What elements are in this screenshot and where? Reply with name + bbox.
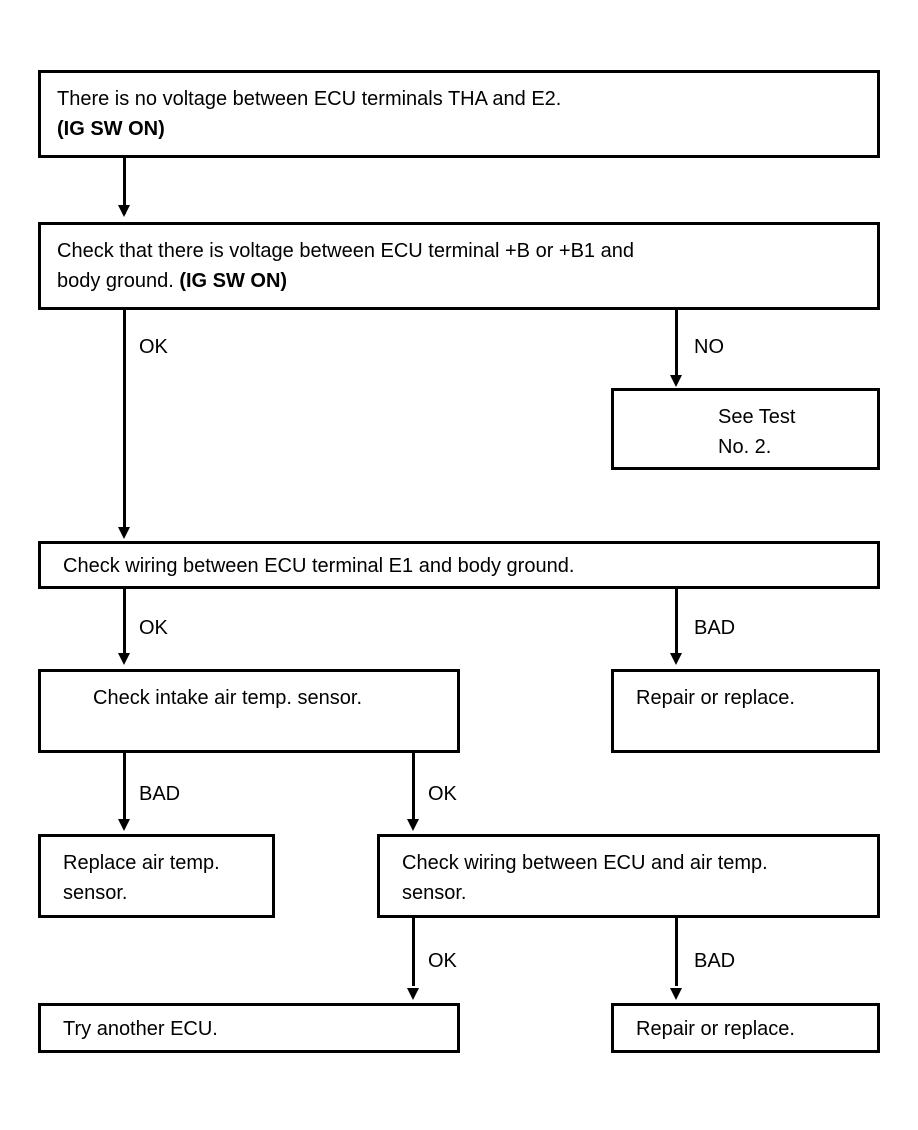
node-text-emphasis: (IG SW ON) bbox=[179, 269, 288, 292]
edge-label-ok-n2-n4: OK bbox=[139, 336, 168, 358]
node-text-line: Repair or replace. bbox=[636, 687, 795, 709]
node-text-line: body ground. (IG SW ON) bbox=[57, 267, 861, 297]
connector-n5-n7-bad bbox=[123, 753, 126, 821]
node-try-another-ecu: Try another ECU. bbox=[38, 1003, 460, 1053]
edge-label-ok-n5-n8: OK bbox=[428, 783, 457, 805]
node-text-line: See Test bbox=[718, 406, 796, 428]
node-text-line: Repair or replace. bbox=[636, 1018, 795, 1040]
arrowhead-n5-n8-ok bbox=[407, 819, 419, 831]
node-repair-or-replace-lower: Repair or replace. bbox=[611, 1003, 880, 1053]
edge-label-bad-n8-n10: BAD bbox=[694, 950, 736, 972]
arrowhead-n1-n2 bbox=[118, 205, 130, 217]
edge-label-bad-n5-n7: BAD bbox=[139, 783, 181, 805]
node-repair-or-replace-upper: Repair or replace. bbox=[611, 669, 880, 753]
connector-n8-n10-bad bbox=[675, 918, 678, 986]
node-text-line: Try another ECU. bbox=[63, 1018, 218, 1040]
node-text-line: Check that there is voltage between ECU … bbox=[57, 240, 634, 262]
node-text-line: Check wiring between ECU terminal E1 and… bbox=[63, 555, 575, 577]
arrowhead-n4-n6-bad bbox=[670, 653, 682, 665]
edge-label-ok-n4-n5: OK bbox=[139, 617, 168, 639]
connector-n4-n5-ok bbox=[123, 589, 126, 655]
connector-n5-n8-ok bbox=[412, 753, 415, 821]
node-check-voltage-b-terminal: Check that there is voltage between ECU … bbox=[38, 222, 880, 310]
arrowhead-n5-n7-bad bbox=[118, 819, 130, 831]
node-check-wiring-ecu-air-temp-sensor: Check wiring between ECU and air temp. s… bbox=[377, 834, 880, 918]
connector-n8-n9-ok bbox=[412, 918, 415, 986]
node-text-line: (IG SW ON) bbox=[57, 117, 165, 140]
node-text-line: Check wiring between ECU and air temp. bbox=[402, 852, 768, 874]
edge-label-bad-n4-n6: BAD bbox=[694, 617, 736, 639]
node-text-line: Replace air temp. bbox=[63, 852, 220, 874]
connector-n1-n2 bbox=[123, 158, 126, 214]
arrowhead-n2-n4-ok bbox=[118, 527, 130, 539]
node-text-fragment: body ground. bbox=[57, 269, 180, 292]
edge-label-ok-n8-n9: OK bbox=[428, 950, 457, 972]
connector-n2-n3-no bbox=[675, 310, 678, 382]
node-check-intake-air-temp-sensor: Check intake air temp. sensor. bbox=[38, 669, 460, 753]
node-text-line: There is no voltage between ECU terminal… bbox=[57, 88, 562, 110]
node-replace-air-temp-sensor: Replace air temp. sensor. bbox=[38, 834, 275, 918]
node-text-line: sensor. bbox=[402, 881, 467, 904]
arrowhead-n2-n3-no bbox=[670, 375, 682, 387]
connector-n2-n4-ok bbox=[123, 310, 126, 532]
edge-label-no-n2-n3: NO bbox=[694, 336, 724, 358]
node-check-wiring-e1-body-ground: Check wiring between ECU terminal E1 and… bbox=[38, 541, 880, 589]
arrowhead-n8-n10-bad bbox=[670, 988, 682, 1000]
arrowhead-n4-n5-ok bbox=[118, 653, 130, 665]
node-see-test-no-2: See Test No. 2. bbox=[611, 388, 880, 470]
arrowhead-n8-n9-ok bbox=[407, 988, 419, 1000]
node-no-voltage-tha-e2: There is no voltage between ECU terminal… bbox=[38, 70, 880, 158]
node-text-line: sensor. bbox=[63, 881, 128, 904]
node-text-line: Check intake air temp. sensor. bbox=[93, 687, 363, 709]
node-text-line: No. 2. bbox=[718, 435, 772, 458]
connector-n4-n6-bad bbox=[675, 589, 678, 655]
